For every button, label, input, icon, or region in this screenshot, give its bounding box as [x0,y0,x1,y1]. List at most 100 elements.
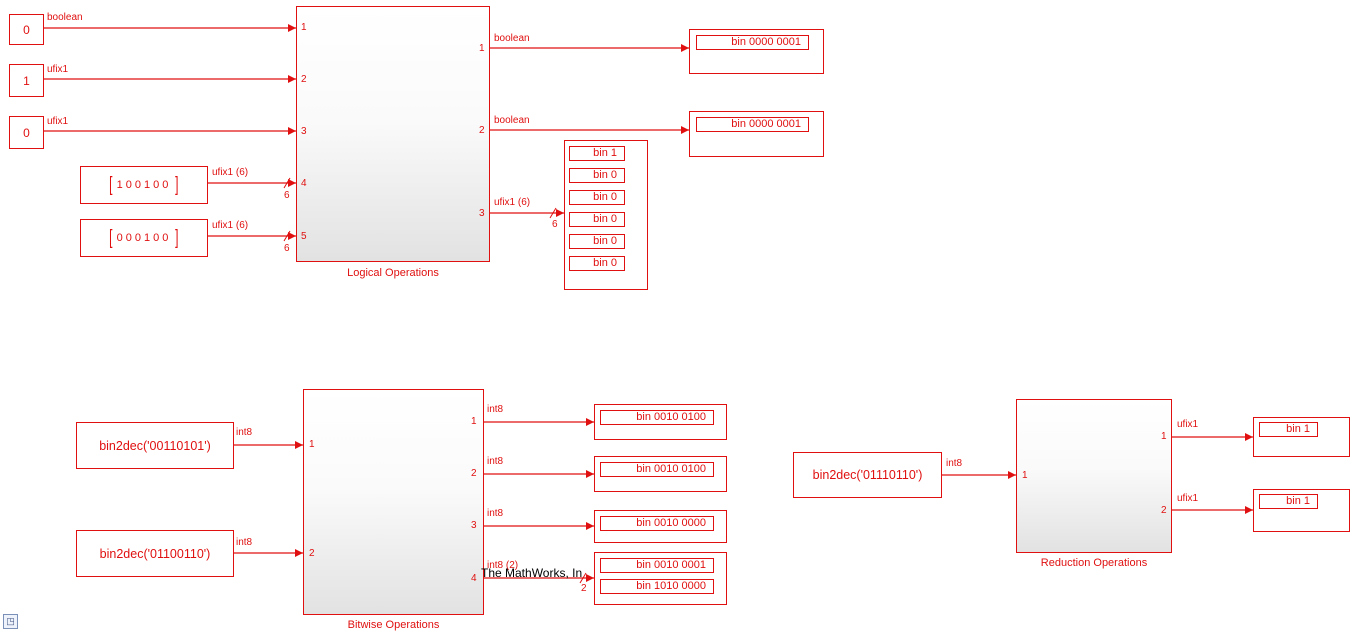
subsystem-caption: Reduction Operations [1040,557,1148,569]
in-port-label: 1 [1022,470,1028,481]
display-block-1[interactable]: bin 0010 0100 [594,404,727,440]
in-port-label: 5 [301,231,307,242]
display-block-2[interactable]: bin 1 [1253,489,1350,532]
display-value: bin 0 [569,168,625,183]
display-value: bin 0 [569,256,625,271]
out-port-label: 2 [471,468,477,479]
in-port-label: 4 [301,178,307,189]
subsystem-caption: Logical Operations [347,267,439,279]
display-block-2[interactable]: bin 0010 0100 [594,456,727,492]
constant-value: bin2dec('01100110') [99,546,211,561]
reduction-operations-subsystem[interactable] [1016,399,1172,553]
vector-value: 0 [134,179,144,191]
vector-width-label: 6 [284,243,290,254]
bitwise-operations-subsystem[interactable] [303,389,484,615]
signal-label: int8 [487,404,504,415]
constant-value: 0 [23,22,30,37]
signal-label: ufix1 [47,116,69,127]
constant-block-3[interactable]: 0 [9,116,44,149]
vector-value: 0 [125,179,135,191]
vector-width-label: 6 [552,219,558,230]
out-port-label: 4 [471,573,477,584]
vector-constant-block-1[interactable]: [ 1 0 0 1 0 0 ] [80,166,208,204]
in-port-label: 1 [301,22,307,33]
constant-value: 1 [23,73,30,88]
display-value: bin 0 [569,190,625,205]
vector-constant-block-2[interactable]: [ 0 0 0 1 0 0 ] [80,219,208,257]
constant-value: 0 [23,125,30,140]
display-value: bin 0010 0000 [600,516,714,531]
display-value: bin 1 [569,146,625,161]
display-block-vector[interactable]: bin 0010 0001 bin 1010 0000 [594,552,727,605]
bracket-close: ] [175,173,179,196]
out-port-label: 3 [479,208,485,219]
display-value: bin 1 [1259,494,1318,509]
display-block-2[interactable]: bin 0000 0001 [689,111,824,157]
constant-block-1[interactable]: 0 [9,14,44,45]
signal-label: int8 [236,427,253,438]
vector-value: 0 [162,232,172,244]
vector-value: 0 [162,179,172,191]
bracket-open: [ [109,173,113,196]
vector-value: 0 [125,232,135,244]
display-value: bin 0010 0001 [600,558,714,573]
bracket-close: ] [175,226,179,249]
constant-block-2[interactable]: 1 [9,64,44,97]
signal-label: boolean [47,12,83,23]
in-port-label: 1 [309,439,315,450]
bin2dec-constant-block-1[interactable]: bin2dec('00110101') [76,422,234,469]
bracket-open: [ [109,226,113,249]
signal-label: ufix1 [1177,493,1199,504]
signal-label: ufix1 (6) [212,220,249,231]
display-block-3[interactable]: bin 0010 0000 [594,510,727,543]
signal-label: ufix1 (6) [494,197,531,208]
in-port-label: 2 [301,74,307,85]
signal-label: ufix1 (6) [212,167,249,178]
display-block-vector[interactable]: bin 1 bin 0 bin 0 bin 0 bin 0 bin 0 [564,140,648,290]
display-value: bin 0 [569,212,625,227]
display-value: bin 0000 0001 [696,117,809,132]
watermark-text: The MathWorks, In [481,566,583,580]
out-port-label: 1 [471,416,477,427]
in-port-label: 3 [301,126,307,137]
out-port-label: 1 [479,43,485,54]
vector-value: 0 [153,179,163,191]
vector-value: 1 [144,179,154,191]
model-browser-icon[interactable]: ◳ [3,614,18,629]
signal-label: int8 (2) [487,560,519,571]
bin2dec-constant-block-3[interactable]: bin2dec('01110110') [793,452,942,498]
display-value: bin 0010 0100 [600,462,714,477]
logical-operations-subsystem[interactable] [296,6,490,262]
bin2dec-constant-block-2[interactable]: bin2dec('01100110') [76,530,234,577]
vector-width-label: 2 [581,583,587,594]
subsystem-caption: Bitwise Operations [347,619,440,631]
vector-value: 1 [116,179,126,191]
display-block-1[interactable]: bin 0000 0001 [689,29,824,74]
display-value: bin 0 [569,234,625,249]
out-port-label: 2 [1161,505,1167,516]
signal-label: boolean [494,115,530,126]
signal-label: ufix1 [47,64,69,75]
display-block-1[interactable]: bin 1 [1253,417,1350,457]
vector-value: 0 [134,232,144,244]
vector-value: 1 [144,232,154,244]
vector-value: 0 [116,232,126,244]
signal-label: int8 [946,458,963,469]
signal-label: int8 [236,537,253,548]
vector-width-label: 6 [284,190,290,201]
display-value: bin 1 [1259,422,1318,437]
signal-label: boolean [494,33,530,44]
vector-value: 0 [153,232,163,244]
signal-label: int8 [487,456,504,467]
in-port-label: 2 [309,548,315,559]
signal-label: int8 [487,508,504,519]
display-value: bin 0010 0100 [600,410,714,425]
signal-label: ufix1 [1177,419,1199,430]
constant-value: bin2dec('00110101') [99,438,211,453]
constant-value: bin2dec('01110110') [812,468,923,482]
out-port-label: 2 [479,125,485,136]
display-value: bin 0000 0001 [696,35,809,50]
out-port-label: 1 [1161,431,1167,442]
display-value: bin 1010 0000 [600,579,714,594]
out-port-label: 3 [471,520,477,531]
